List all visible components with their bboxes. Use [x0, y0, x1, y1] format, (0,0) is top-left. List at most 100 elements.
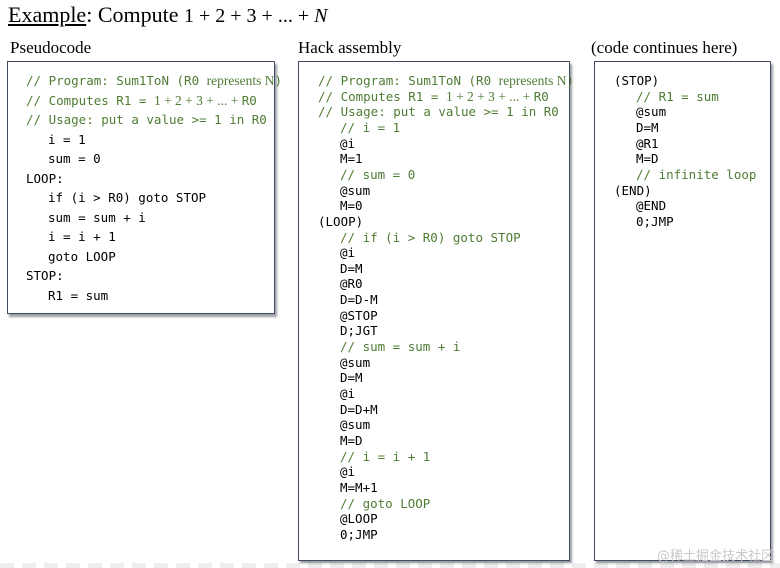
- sum-expression: 1 + 2 + 3 + ... +: [184, 5, 315, 27]
- code-comment: // Usage: put a value >= 1 in R0: [318, 104, 559, 120]
- hack-assembly-heading: Hack assembly: [298, 38, 402, 57]
- code-text-serif: 1 + 2 + 3 + ... +: [153, 92, 242, 108]
- code-line: @sum: [340, 417, 370, 433]
- watermark: @稀土掘金技术社区: [656, 549, 774, 564]
- code-line: D=D-M: [340, 292, 378, 308]
- code-text: M=D: [636, 151, 659, 167]
- code-comment: // i = 1: [340, 120, 400, 136]
- code-line: @sum: [636, 104, 666, 120]
- code-text-serif: represents N: [498, 73, 567, 88]
- code-text: M=1: [340, 151, 363, 167]
- code-text: // i = 1: [340, 119, 401, 135]
- code-line: @i: [340, 386, 355, 402]
- code-line: M=M+1: [340, 480, 378, 496]
- code-text: i = i + 1: [48, 229, 116, 244]
- code-line: M=1: [340, 151, 363, 167]
- code-comment: // Program: Sum1ToN (R0 represents N): [318, 73, 574, 89]
- code-text: @R1: [636, 135, 659, 151]
- code-text: (LOOP): [318, 213, 364, 229]
- code-text: M=M+1: [340, 479, 378, 495]
- code-comment: // infinite loop: [636, 167, 756, 183]
- code-text-serif: represents N: [206, 73, 275, 88]
- code-text: @sum: [340, 417, 371, 433]
- slide-title: Example: Compute 1 + 2 + 3 + ... + N: [8, 2, 327, 29]
- code-text: // goto LOOP: [340, 495, 431, 511]
- code-line: (END): [614, 183, 652, 199]
- code-line: @R1: [636, 136, 659, 152]
- code-text: // infinite loop: [636, 166, 757, 182]
- code-text: D;JGT: [340, 323, 378, 339]
- code-text: // i = i + 1: [340, 448, 431, 464]
- code-comment: // i = i + 1: [340, 449, 430, 465]
- code-text: @i: [340, 135, 356, 151]
- code-line: LOOP:: [26, 171, 64, 187]
- hack-assembly-box: // Program: Sum1ToN (R0 represents N)// …: [298, 61, 574, 561]
- code-comment: // sum = sum + i: [340, 339, 460, 355]
- code-line: M=D: [340, 433, 363, 449]
- code-text: ): [566, 73, 575, 88]
- code-line: D=D+M: [340, 402, 378, 418]
- code-text: @i: [340, 386, 356, 401]
- code-text: @i: [340, 245, 356, 261]
- code-text: @STOP: [340, 307, 378, 323]
- code-text: 0;JMP: [636, 213, 674, 229]
- code-text: @LOOP: [340, 511, 378, 527]
- code-text: ): [274, 73, 283, 88]
- code-text: D=D+M: [340, 401, 378, 417]
- code-text: D=M: [636, 119, 659, 135]
- code-comment: // Program: Sum1ToN (R0 represents N): [26, 73, 282, 89]
- code-line: @i: [340, 136, 355, 152]
- code-line: (STOP): [614, 73, 659, 89]
- code-comment: // R1 = sum: [636, 89, 719, 105]
- code-text: @sum: [636, 104, 667, 120]
- code-text: // R1 = sum: [636, 88, 719, 104]
- code-text: i = 1: [48, 131, 86, 147]
- code-line: @LOOP: [340, 511, 378, 527]
- code-line: D=M: [340, 261, 363, 277]
- code-line: i = i + 1: [48, 229, 116, 245]
- code-text: // Usage: put a value >= 1 in R0: [26, 112, 267, 127]
- sum-variable-n: N: [314, 5, 328, 27]
- code-text-serif: 1 + 2 + 3 + ... +: [445, 88, 534, 104]
- code-line: sum = sum + i: [48, 210, 146, 226]
- code-text: // Computes R1 =: [318, 88, 446, 104]
- code-text: D=M: [340, 370, 363, 386]
- code-text: STOP:: [26, 268, 64, 283]
- code-line: goto LOOP: [48, 249, 116, 265]
- code-line: sum = 0: [48, 151, 101, 167]
- code-line: M=D: [636, 151, 659, 167]
- code-line: 0;JMP: [340, 527, 378, 543]
- code-line: @END: [636, 198, 666, 214]
- code-text: goto LOOP: [48, 248, 116, 264]
- code-text: @R0: [340, 276, 363, 292]
- code-text: // if (i > R0) goto STOP: [340, 229, 521, 245]
- code-text: // sum = sum + i: [340, 339, 461, 355]
- code-comment: // Usage: put a value >= 1 in R0: [26, 112, 267, 128]
- code-text: 0;JMP: [340, 526, 378, 542]
- code-comment: // sum = 0: [340, 167, 415, 183]
- code-comment: // Computes R1 = 1 + 2 + 3 + ... + R0: [26, 93, 257, 109]
- code-comment: // Computes R1 = 1 + 2 + 3 + ... + R0: [318, 89, 549, 105]
- code-line: D;JGT: [340, 323, 378, 339]
- code-line: D=M: [340, 370, 363, 386]
- code-text: R0: [241, 92, 257, 108]
- code-line: 0;JMP: [636, 214, 674, 230]
- code-text: D=D-M: [340, 292, 378, 308]
- pseudocode-heading: Pseudocode: [10, 38, 92, 57]
- code-text: if (i > R0) goto STOP: [48, 190, 207, 205]
- code-text: // Program: Sum1ToN (R0: [318, 73, 499, 88]
- cropped-bottom-edge: [0, 563, 780, 568]
- code-line: @i: [340, 464, 355, 480]
- code-text: M=D: [340, 432, 363, 448]
- code-comment: // if (i > R0) goto STOP: [340, 230, 521, 246]
- code-line: @sum: [340, 355, 370, 371]
- example-label: Example: [8, 2, 87, 27]
- code-text: // Computes R1 =: [26, 92, 154, 108]
- code-text: @sum: [340, 182, 371, 198]
- code-text: // Usage: put a value >= 1 in R0: [318, 104, 559, 120]
- pseudocode-box: // Program: Sum1ToN (R0 represents N) // …: [7, 61, 282, 314]
- code-line: R1 = sum: [48, 288, 108, 304]
- code-line: i = 1: [48, 132, 86, 148]
- code-line: @i: [340, 245, 355, 261]
